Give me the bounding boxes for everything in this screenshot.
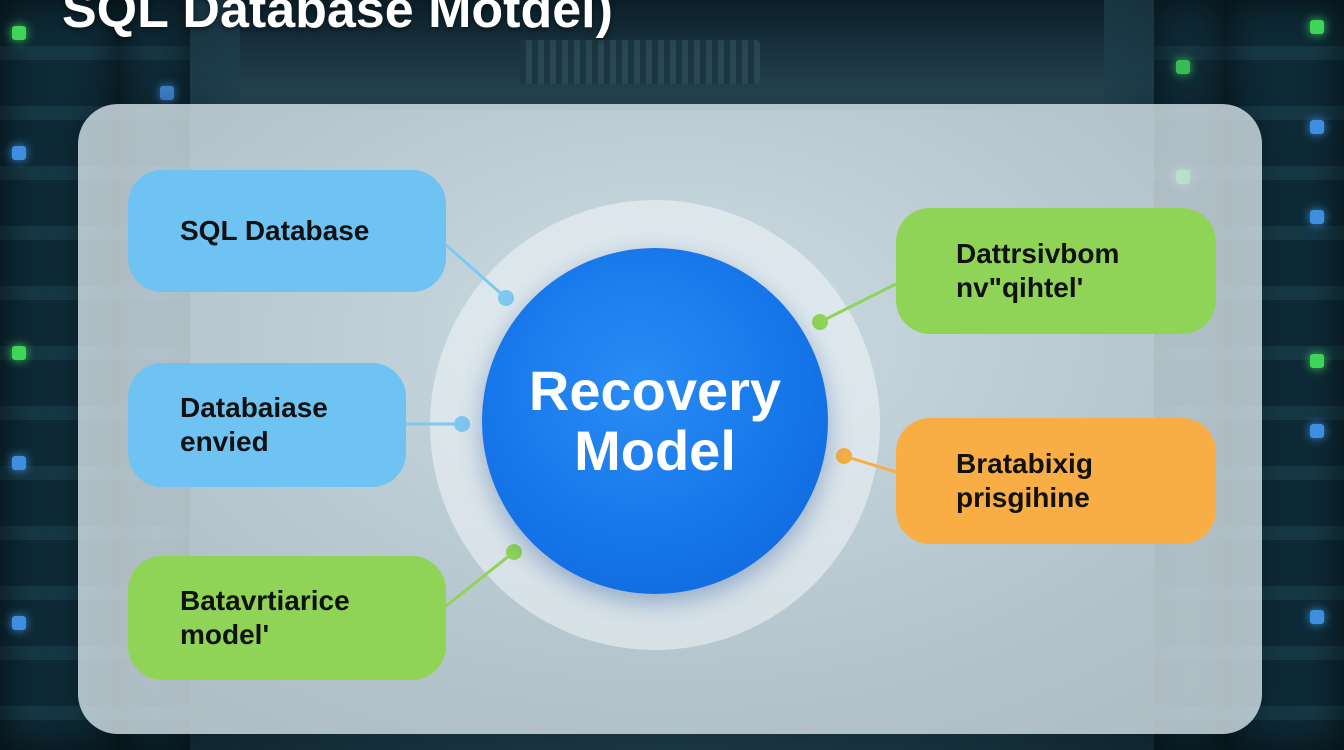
ceiling-vent [520,40,760,84]
node-database-envied: Databaiase envied [128,363,406,487]
recovery-model-circle: Recovery Model [482,248,828,594]
node-right-top: Dattrsivbom nv"qihtel' [896,208,1216,334]
node-right-bottom: Bratabixig prisgihine [896,418,1216,544]
recovery-model-label: Recovery Model [528,358,782,482]
node-sql-database: SQL Database [128,170,446,292]
node-model: Batavrtiarice model' [128,556,446,680]
page-title: SQL Database Motdel) [62,0,613,39]
